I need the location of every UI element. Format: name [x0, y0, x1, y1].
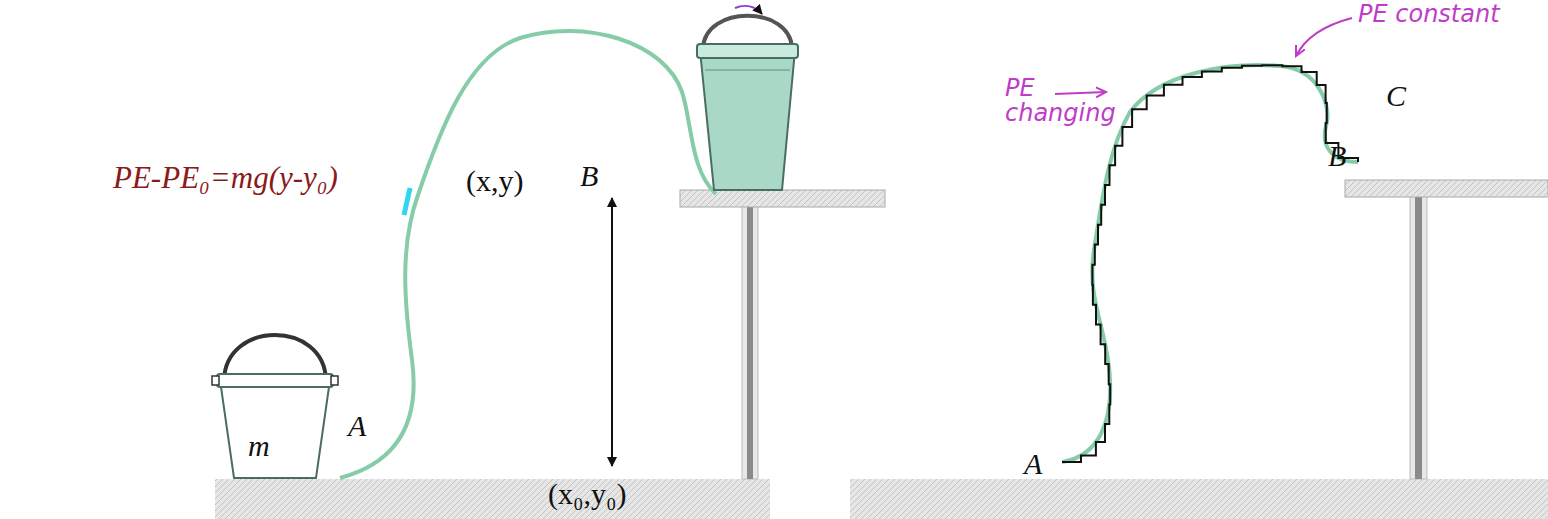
bucket — [697, 6, 798, 190]
point-label: A — [348, 410, 366, 442]
stand-platform — [1345, 180, 1548, 197]
path-curve — [340, 31, 716, 478]
coordinate-label: (x₀,y₀) — [548, 478, 626, 510]
handwritten-note: PE changing — [1005, 76, 1115, 126]
point-label: B — [580, 160, 598, 192]
stand-pole — [1410, 196, 1427, 479]
formula: PE-PE₀=mg(y-y₀) — [113, 162, 338, 195]
path-highlight — [404, 188, 410, 215]
mass-label: m — [248, 430, 270, 462]
point-label: C — [1386, 80, 1406, 112]
bucket: m — [208, 318, 342, 480]
ground — [850, 479, 1548, 519]
stand-platform — [680, 190, 885, 207]
point-label: A — [1024, 448, 1042, 480]
leader-arrow — [1055, 92, 1106, 94]
ground — [215, 479, 770, 519]
coordinate-label: (x,y) — [466, 165, 523, 197]
handwritten-note: PE constant — [1358, 2, 1500, 27]
height-arrow — [611, 198, 613, 466]
stand-pole-core — [747, 205, 753, 479]
point-label: B — [1328, 140, 1346, 172]
bucket-outline — [208, 318, 342, 480]
stand-pole-core — [1415, 196, 1422, 479]
leader-arrow — [1296, 18, 1352, 56]
stand-pole — [742, 205, 758, 479]
